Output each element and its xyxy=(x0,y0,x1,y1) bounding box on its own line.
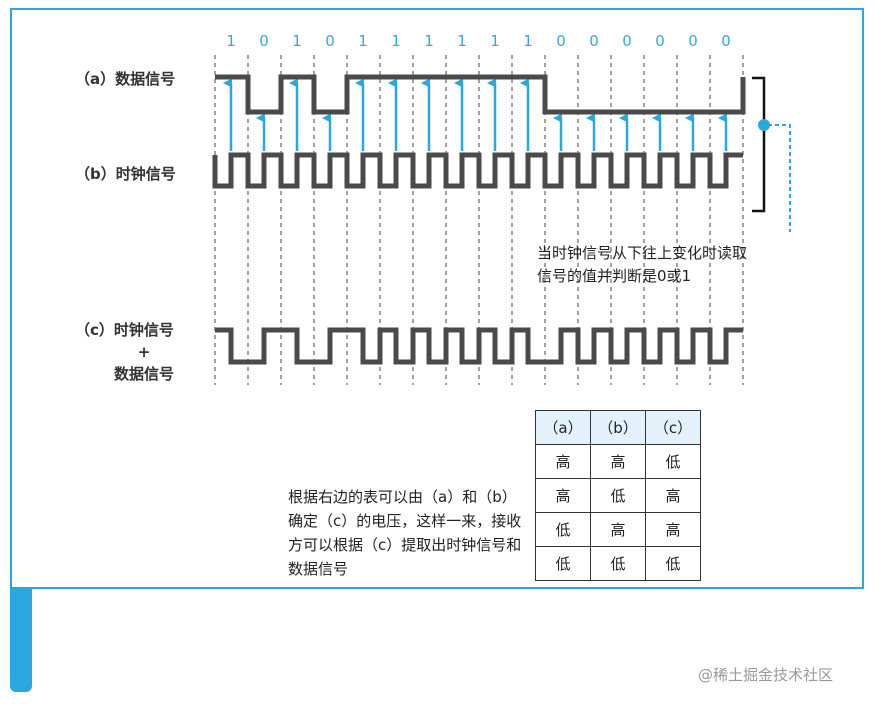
table-row: 低 高 高 xyxy=(535,512,701,547)
truth-table-header: （a） （b） （c） xyxy=(535,410,701,445)
table-cell: 低 xyxy=(535,512,591,547)
table-row: 高 低 高 xyxy=(535,478,701,513)
bit-value: 1 xyxy=(424,32,434,50)
table-cell: 低 xyxy=(645,444,701,479)
signal-diagram: 1 0 1 0 1 1 1 1 1 1 0 0 0 0 0 0 （a）数据信号 （b）时钟信号 （c）时钟信号… xyxy=(75,32,791,385)
table-cell: 低 xyxy=(590,478,646,513)
bit-value: 1 xyxy=(523,32,533,50)
table-row: 高 高 低 xyxy=(535,444,701,479)
truth-table: （a） （b） （c） 高 高 低 高 低 高 低 高 高 低 低 低 xyxy=(535,410,701,581)
label-combined-data: 数据信号 xyxy=(114,365,174,383)
bit-value: 1 xyxy=(457,32,467,50)
bit-value: 0 xyxy=(556,32,566,50)
bit-value: 1 xyxy=(292,32,302,50)
table-row: 低 低 低 xyxy=(535,546,701,581)
table-cell: 高 xyxy=(645,478,701,513)
table-cell: 高 xyxy=(590,444,646,479)
label-combined-clock: （c）时钟信号 xyxy=(75,321,174,339)
header-a: （a） xyxy=(535,410,591,445)
frame-tab xyxy=(10,588,32,692)
table-cell: 低 xyxy=(645,546,701,581)
combined-signal-waveform xyxy=(215,327,743,365)
clock-signal-waveform xyxy=(212,152,743,189)
bit-value: 0 xyxy=(622,32,632,50)
bit-value: 0 xyxy=(721,32,731,50)
connector-dot xyxy=(758,119,770,131)
bit-value: 0 xyxy=(589,32,599,50)
label-clock-signal: （b）时钟信号 xyxy=(75,165,176,183)
table-cell: 高 xyxy=(645,512,701,547)
table-cell: 低 xyxy=(535,546,591,581)
label-data-signal: （a）数据信号 xyxy=(75,70,175,88)
annotation-line-2: 信号的值并判断是0或1 xyxy=(537,267,691,285)
table-cell: 高 xyxy=(590,512,646,547)
bit-value: 0 xyxy=(688,32,698,50)
header-b: （b） xyxy=(590,410,646,445)
connector-dashed xyxy=(768,124,791,232)
bit-value: 1 xyxy=(226,32,236,50)
bit-value: 0 xyxy=(259,32,269,50)
description-text: 根据右边的表可以由（a）和（b）确定（c）的电压，这样一来，接收方可以根据（c）… xyxy=(288,488,522,578)
annotation-line-1: 当时钟信号从下往上变化时读取 xyxy=(537,244,747,262)
table-cell: 高 xyxy=(535,444,591,479)
bit-value: 1 xyxy=(358,32,368,50)
bit-values-row: 1 0 1 0 1 1 1 1 1 1 0 0 0 0 0 0 xyxy=(226,32,731,50)
bracket xyxy=(752,76,766,213)
label-combined-plus: + xyxy=(138,343,151,361)
bit-value: 1 xyxy=(391,32,401,50)
watermark: @稀土掘金技术社区 xyxy=(698,666,834,684)
bit-value: 0 xyxy=(655,32,665,50)
figure-frame xyxy=(10,8,864,589)
header-c: （c） xyxy=(645,410,701,445)
bit-value: 0 xyxy=(325,32,335,50)
table-cell: 高 xyxy=(535,478,591,513)
rising-edge-arrows xyxy=(222,78,728,151)
table-cell: 低 xyxy=(590,546,646,581)
bit-value: 1 xyxy=(490,32,500,50)
data-signal-waveform xyxy=(215,74,746,115)
